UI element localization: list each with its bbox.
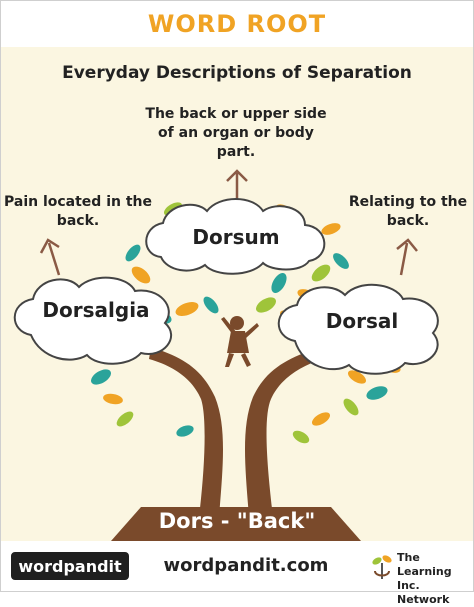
site-url: wordpandit.com [163, 555, 329, 576]
definition-dorsal: Relating to the back. [348, 194, 468, 229]
definition-dorsum: The back or upper side of an organ or bo… [145, 106, 327, 160]
header: WORD ROOT [1, 1, 473, 47]
main-panel: Everyday Descriptions of Separation The … [1, 47, 473, 541]
child-figure [221, 316, 259, 367]
footer: wordpandit wordpandit.com The Learning I… [1, 541, 473, 606]
cloud-left [13, 276, 172, 365]
word-dorsum: Dorsum [192, 225, 280, 249]
word-dorsalgia: Dorsalgia [42, 298, 150, 322]
tree-illustration [13, 169, 439, 541]
word-dorsal: Dorsal [325, 309, 399, 333]
network-line2: Inc. Network [397, 579, 450, 606]
definition-dorsalgia: Pain located in the back. [3, 194, 152, 229]
cloud-center [145, 198, 326, 275]
sprout-icon [372, 555, 392, 579]
cloud-right [277, 283, 439, 375]
network-line1: The Learning [397, 551, 452, 578]
logo-text: wordpandit [18, 556, 122, 576]
page-title: WORD ROOT [147, 10, 327, 38]
network-name: The Learning Inc. Network [397, 551, 471, 607]
learning-network-logo: The Learning Inc. Network [371, 549, 471, 606]
arrows [39, 169, 418, 276]
root-label: Dors - "Back" [158, 509, 316, 533]
subtitle: Everyday Descriptions of Separation [62, 63, 412, 83]
wordpandit-logo: wordpandit [11, 552, 129, 580]
